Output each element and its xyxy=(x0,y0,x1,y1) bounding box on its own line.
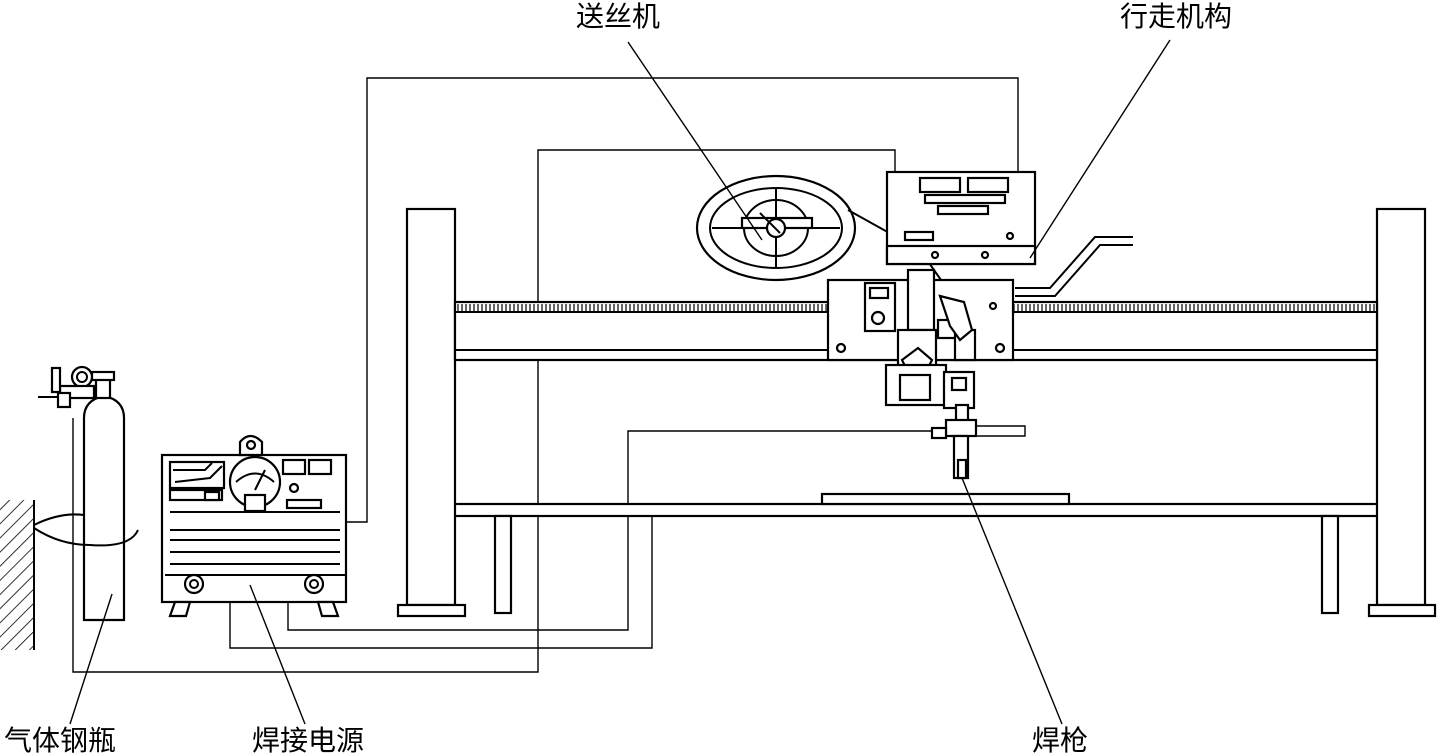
gantry-columns xyxy=(396,207,1437,618)
carriage xyxy=(826,268,1015,410)
label-torch: 焊枪 xyxy=(1032,724,1088,756)
welding-torch xyxy=(930,403,978,480)
label-power-source: 焊接电源 xyxy=(252,724,364,756)
leader-lines xyxy=(69,39,1171,725)
cables xyxy=(72,77,1026,673)
wall xyxy=(0,500,35,650)
work-table xyxy=(445,492,1389,615)
gas-cylinder xyxy=(33,365,139,622)
label-travel-mechanism: 行走机构 xyxy=(1120,0,1232,33)
welding-power-source xyxy=(160,434,348,618)
label-wire-feeder: 送丝机 xyxy=(576,0,660,33)
travel-mechanism-box xyxy=(885,170,1133,297)
label-gas-cylinder: 气体钢瓶 xyxy=(4,724,116,756)
